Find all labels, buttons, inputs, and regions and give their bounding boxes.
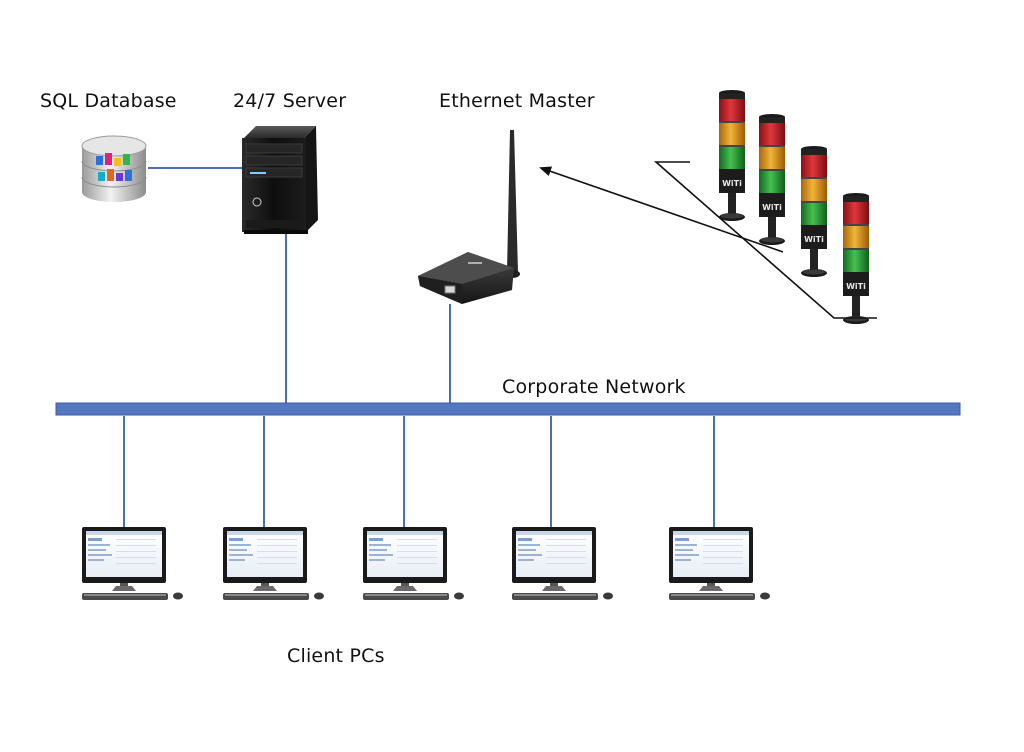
beacon-label: WiTi (846, 282, 866, 291)
desktop-computer-icon (223, 527, 324, 600)
signal-tower-light-icon (759, 114, 785, 245)
database-icon (81, 135, 147, 202)
signal-tower-light-icon (843, 193, 869, 324)
desktop-computer-icon (512, 527, 613, 600)
wireless-router-icon (418, 130, 520, 304)
sql-database-label: SQL Database (40, 90, 177, 112)
client-pcs (82, 527, 770, 600)
wireless-link (539, 161, 877, 319)
desktop-computer-icon (363, 527, 464, 600)
wireless-arrow (539, 166, 784, 253)
corporate-network-label: Corporate Network (502, 376, 686, 398)
server-label: 24/7 Server (233, 90, 347, 112)
client-pcs-label: Client PCs (287, 645, 385, 667)
server-tower-icon (242, 126, 318, 234)
wireless-bracket (653, 161, 877, 319)
connection-lines (123, 167, 715, 528)
beacon-label: WiTi (762, 203, 782, 212)
desktop-computer-icon (669, 527, 770, 600)
corporate-network-bus (55, 402, 961, 416)
desktop-computer-icon (82, 527, 183, 600)
signal-tower-light-icon (719, 90, 745, 221)
ethernet-master-label: Ethernet Master (439, 90, 595, 112)
signal-tower-light-icon (801, 146, 827, 277)
beacon-label: WiTi (722, 179, 742, 188)
beacon-label: WiTi (804, 235, 824, 244)
